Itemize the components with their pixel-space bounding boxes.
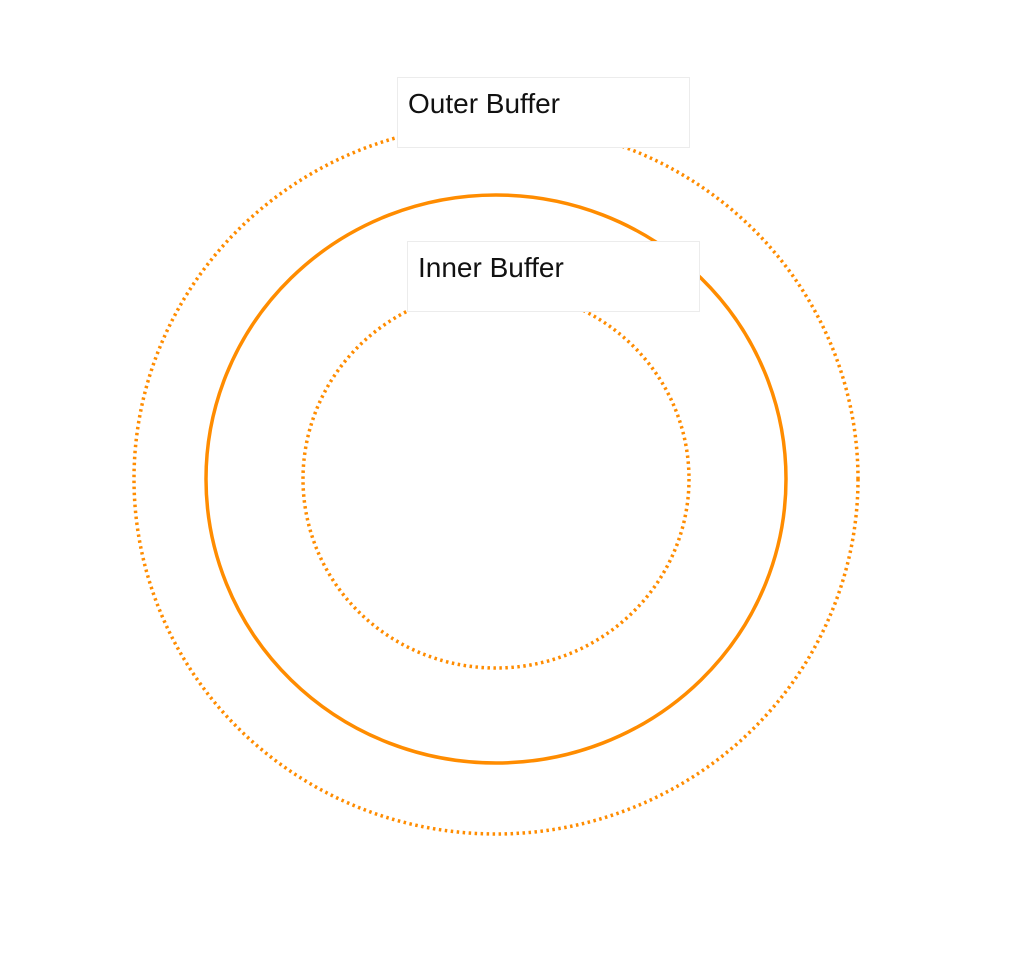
inner-buffer-ring [301, 288, 691, 670]
outer-buffer-label-text: Outer Buffer [408, 88, 561, 119]
outer-buffer-ring [132, 122, 860, 836]
inner-buffer-label-text: Inner Buffer [418, 252, 564, 283]
outer-buffer-label: Outer Buffer [397, 77, 690, 148]
boundary-ring [204, 193, 788, 765]
inner-buffer-label: Inner Buffer [407, 241, 700, 312]
